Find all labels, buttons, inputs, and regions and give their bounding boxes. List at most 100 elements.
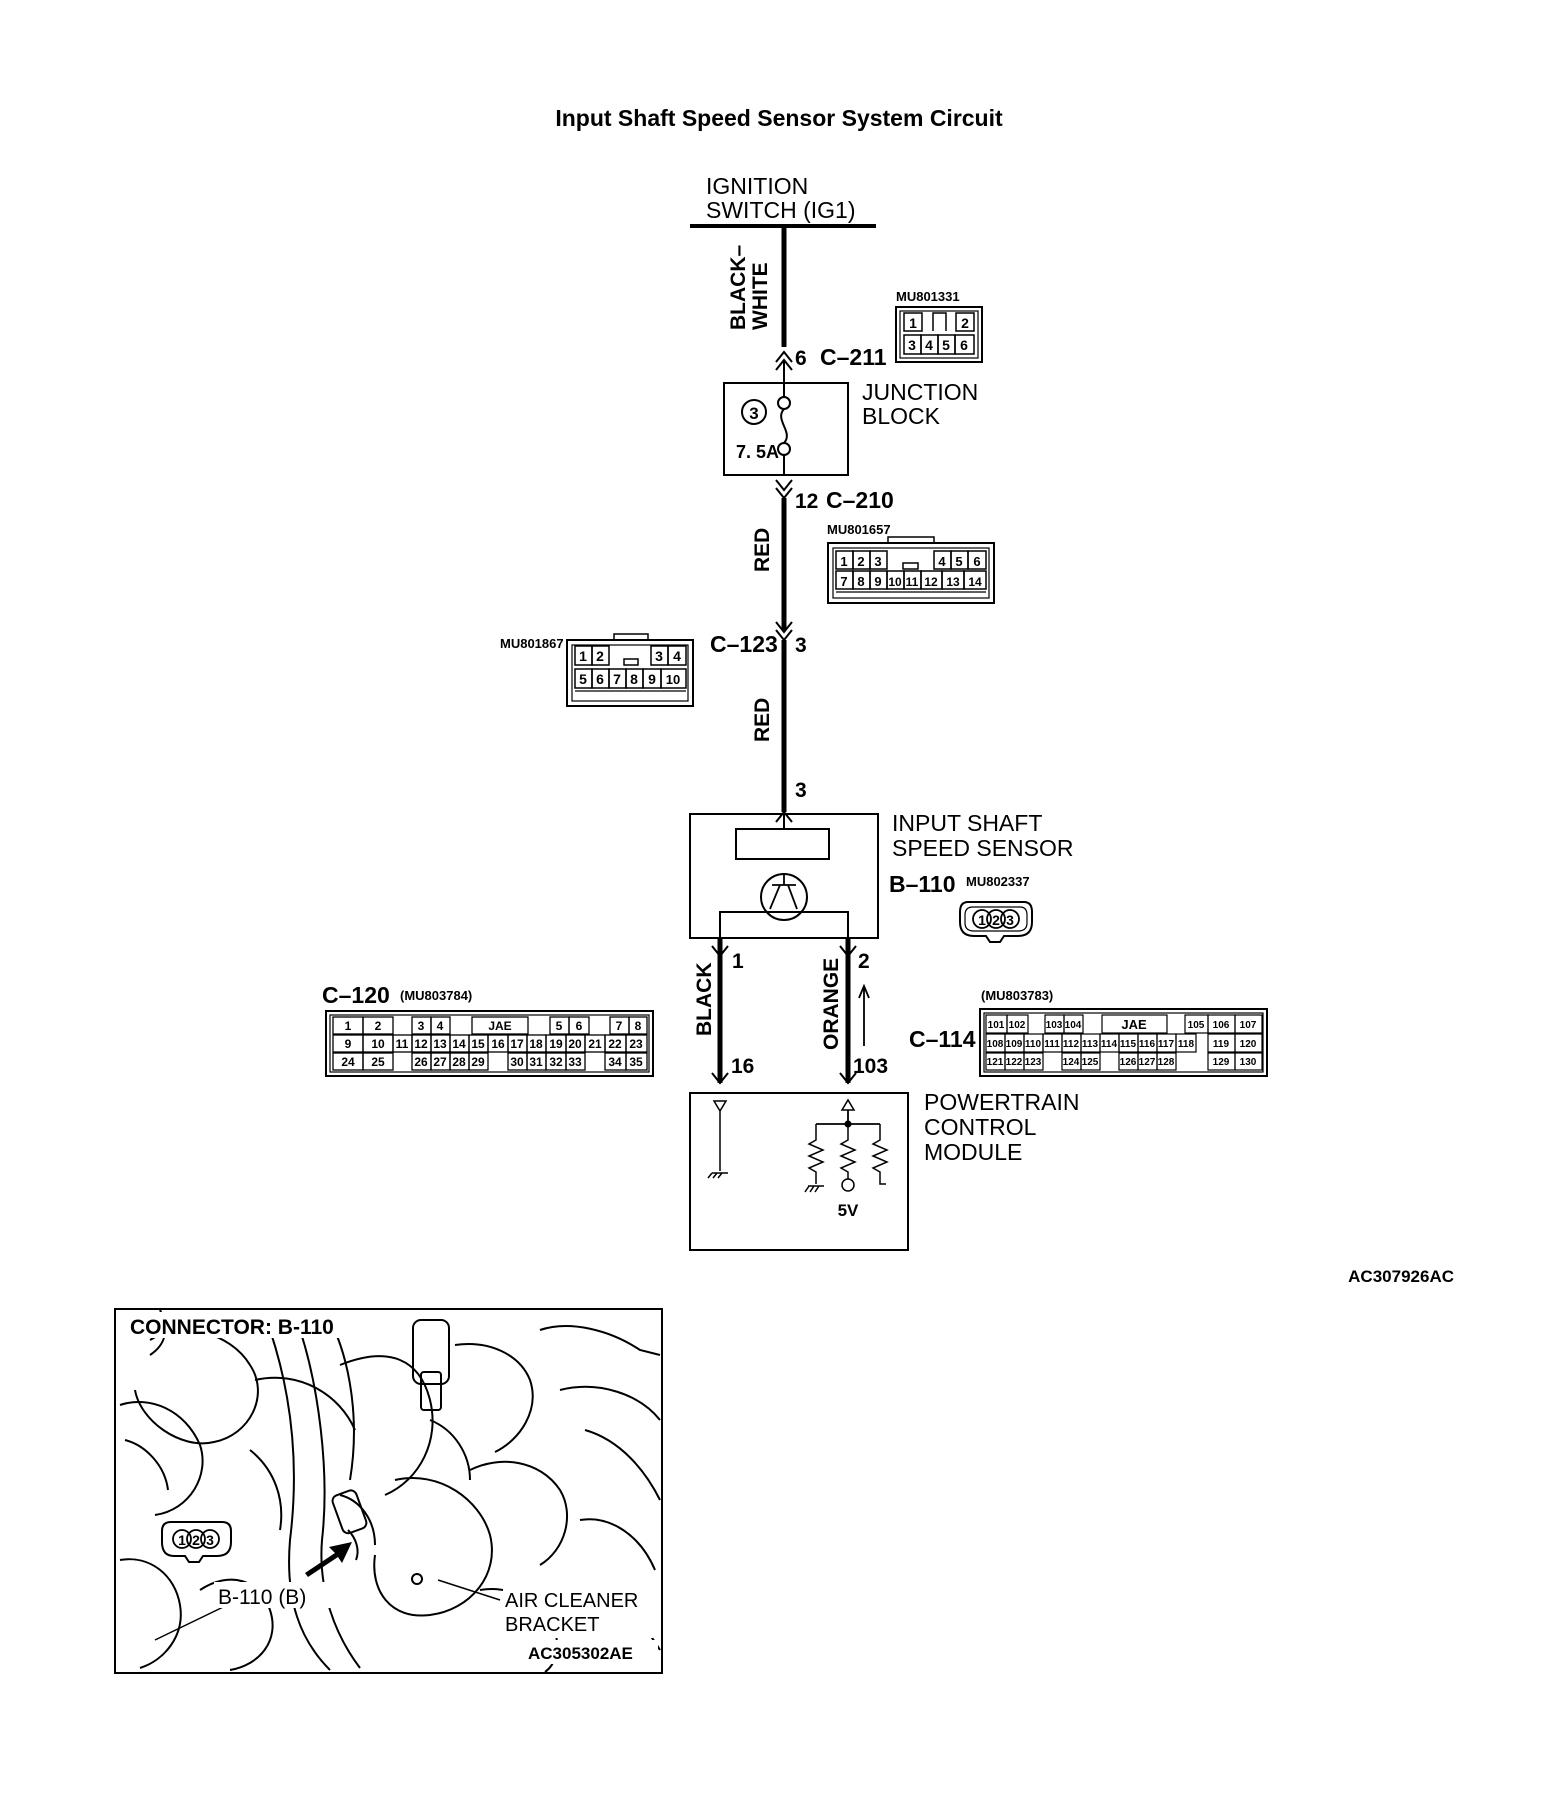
c123-connector-face: 1 2 3 4 5 6 7 8 9 10 <box>566 633 694 707</box>
photo-bracket-label-line1: AIR CLEANER <box>505 1590 638 1612</box>
sensor-label-line2: SPEED SENSOR <box>892 835 1074 861</box>
c120-pin-29: 29 <box>471 1055 485 1069</box>
c114-pin-115: 115 <box>1120 1039 1137 1050</box>
c120-pin-19: 19 <box>549 1037 563 1051</box>
pcm-input-triangle <box>840 1098 856 1111</box>
c120-pin-16: 16 <box>491 1037 505 1051</box>
c114-part-number: (MU803783) <box>981 988 1053 1003</box>
c114-pin-103: 103 <box>1046 1020 1063 1031</box>
c210-pin-1: 1 <box>840 554 847 569</box>
c114-pin-124: 124 <box>1063 1057 1080 1068</box>
c211-connector-chevron <box>775 350 793 363</box>
c120-pin-26: 26 <box>414 1055 428 1069</box>
c120-jae-label: JAE <box>488 1019 511 1033</box>
c114-pin-129: 129 <box>1213 1057 1230 1068</box>
c210-pin-9: 9 <box>874 574 881 589</box>
c114-pin-107: 107 <box>1240 1020 1257 1031</box>
c211-pin-3: 3 <box>908 337 916 353</box>
c210-pin-3: 3 <box>874 554 881 569</box>
c211-connector-face: 1 2 3 4 5 6 <box>895 306 983 363</box>
c210-pin-2: 2 <box>857 554 864 569</box>
c114-pin-116: 116 <box>1139 1039 1156 1050</box>
c211-pin-number: 6 <box>795 347 807 370</box>
wire-label-black: BLACK <box>693 963 716 1037</box>
c210-pin-14: 14 <box>968 575 982 589</box>
pcm-ground-input <box>707 1100 728 1179</box>
sensor-part-number: MU802337 <box>966 874 1030 889</box>
fuse-rating: 7. 5A <box>736 442 779 462</box>
wire-label-red-upper-text: RED <box>751 528 774 572</box>
signal-direction-arrow <box>858 983 870 1046</box>
pcm-resistor-right <box>871 1124 889 1185</box>
c210-pin-5: 5 <box>955 554 962 569</box>
c120-pin-7: 7 <box>616 1019 623 1033</box>
c120-pin-12: 12 <box>414 1037 428 1051</box>
c114-pin-113: 113 <box>1082 1039 1099 1050</box>
figure-id: AC307926AC <box>1348 1267 1454 1286</box>
pcm-voltage: 5V <box>838 1201 859 1220</box>
c114-pin-127: 127 <box>1139 1057 1156 1068</box>
location-arrow <box>305 1542 352 1577</box>
c120-pin-10: 10 <box>371 1037 385 1051</box>
photo-connector-face: 1 2 3 <box>161 1521 232 1563</box>
junction-block-label-line2: BLOCK <box>862 403 941 429</box>
c114-pin-118: 118 <box>1178 1039 1195 1050</box>
c114-pin-123: 123 <box>1025 1057 1042 1068</box>
c210-pin-7: 7 <box>840 574 847 589</box>
c211-pin-5: 5 <box>942 337 950 353</box>
c120-pin-17: 17 <box>510 1037 524 1051</box>
pcm-pin-left: 16 <box>731 1055 754 1078</box>
pcm-5v-terminal <box>841 1178 855 1192</box>
c210-pin-4: 4 <box>938 554 946 569</box>
c114-pin-121: 121 <box>987 1057 1004 1068</box>
c120-connector-face: 1 2 3 4 JAE 5 6 7 8 9 10 11 12 13 14 15 … <box>325 1010 654 1077</box>
photo-bracket-label-line2: BRACKET <box>505 1614 599 1636</box>
c114-connector-name: C–114 <box>909 1026 976 1052</box>
c123-pin-10: 10 <box>666 672 680 687</box>
c123-pin-4: 4 <box>673 648 681 664</box>
ignition-label-line1: IGNITION <box>706 173 808 199</box>
c120-part-number: (MU803784) <box>400 988 472 1003</box>
c120-connector-name: C–120 <box>322 982 390 1008</box>
c210-pin-11: 11 <box>906 575 919 589</box>
c210-connector-name: C–210 <box>826 487 894 513</box>
c120-pin-4: 4 <box>437 1019 444 1033</box>
c123-connector-chevron <box>775 621 793 634</box>
c120-pin-22: 22 <box>608 1037 622 1051</box>
photo-figure-id: AC305302AE <box>528 1644 633 1663</box>
c210-pin-number: 12 <box>795 490 818 513</box>
c120-pin-6: 6 <box>576 1019 583 1033</box>
c114-pin-110: 110 <box>1025 1039 1042 1050</box>
b110-pin-1: 1 <box>978 912 986 928</box>
b110-connector-face: 1 2 3 <box>959 901 1033 943</box>
pcm-box <box>689 1092 909 1251</box>
c114-pin-125: 125 <box>1082 1057 1099 1068</box>
c114-pin-126: 126 <box>1120 1057 1137 1068</box>
c114-jae-label: JAE <box>1121 1017 1147 1032</box>
pcm-pin103-chevron <box>839 1072 857 1085</box>
pcm-resistor-left <box>804 1124 825 1193</box>
wire-label-black-white: BLACK– WHITE <box>727 245 772 330</box>
wire-label-orange-text: ORANGE <box>820 958 843 1050</box>
sensor-transistor-leads <box>769 873 798 910</box>
sensor-label-line1: INPUT SHAFT <box>892 810 1042 836</box>
diagram-title: Input Shaft Speed Sensor System Circuit <box>555 105 1003 131</box>
c210-pin-12: 12 <box>924 575 938 589</box>
sensor-connector-chevron <box>775 810 793 823</box>
bracket-leader-line <box>437 1579 501 1601</box>
b110-pin-2: 2 <box>992 912 1000 928</box>
c123-part-number: MU801867 <box>500 636 564 651</box>
wire-label-black-white-line1: BLACK– <box>727 245 750 330</box>
c114-pin-105: 105 <box>1188 1020 1205 1031</box>
c120-pin-14: 14 <box>452 1037 466 1051</box>
sensor-pin-left: 1 <box>732 950 744 973</box>
c123-connector-name: C–123 <box>710 631 778 657</box>
photo-connector-label: CONNECTOR: B-110 <box>130 1316 334 1339</box>
fuse-terminal-top <box>777 396 791 410</box>
sensor-pin-top: 3 <box>795 779 807 802</box>
sensor-connector-name: B–110 <box>889 871 956 897</box>
c120-pin-20: 20 <box>568 1037 582 1051</box>
fuse-element <box>780 408 788 444</box>
c211-pin-1: 1 <box>909 315 917 331</box>
